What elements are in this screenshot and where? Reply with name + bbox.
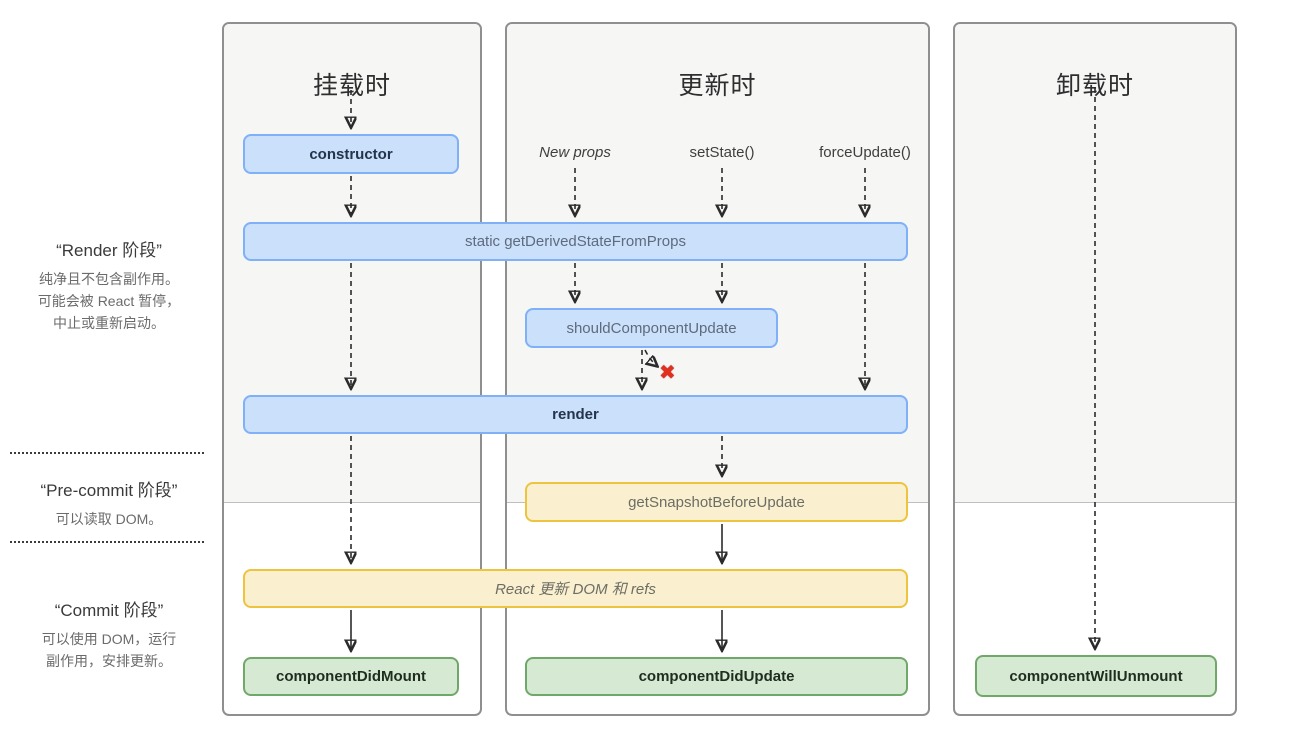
node-getsnapshotbeforeupdate[interactable]: getSnapshotBeforeUpdate [525, 482, 908, 522]
phase-separator [10, 452, 204, 454]
trigger-setstate: setState() [689, 144, 755, 161]
phase-title: “Pre-commit 阶段” [40, 481, 178, 500]
node-componentwillunmount[interactable]: componentWillUnmount [975, 655, 1217, 697]
node-shouldcomponentupdate[interactable]: shouldComponentUpdate [525, 308, 778, 348]
node-componentdidmount[interactable]: componentDidMount [243, 657, 459, 696]
cancel-x-icon: ✖ [659, 362, 676, 384]
phase-title: “Render 阶段” [56, 241, 162, 260]
phase-description-line: 可以读取 DOM。 [55, 511, 163, 527]
phase-description-line: 中止或重新启动。 [53, 315, 165, 331]
phase-description-line: 可以使用 DOM，运行 [41, 631, 177, 647]
node-constructor[interactable]: constructor [243, 134, 459, 174]
node-getderivedstatefromprops[interactable]: static getDerivedStateFromProps [243, 222, 908, 261]
column-title-unmounting: 卸载时 [1055, 72, 1134, 100]
phase-description-line: 纯净且不包含副作用。 [39, 271, 179, 287]
phase-precommit-label: “Pre-commit 阶段” 可以读取 DOM。 [0, 476, 218, 530]
node-componentdidupdate[interactable]: componentDidUpdate [525, 657, 908, 696]
arrow-scu-to-cancel [644, 349, 657, 366]
node-render[interactable]: render [243, 395, 908, 434]
phase-commit-label: “Commit 阶段” 可以使用 DOM，运行 副作用，安排更新。 [0, 596, 218, 672]
column-title-updating: 更新时 [678, 72, 757, 100]
phase-title: “Commit 阶段” [54, 601, 164, 620]
phase-description-line: 副作用，安排更新。 [46, 653, 172, 669]
column-title-mounting: 挂载时 [312, 72, 391, 100]
phase-separator [10, 541, 204, 543]
phase-render-label: “Render 阶段” 纯净且不包含副作用。 可能会被 React 暂停， 中止… [0, 236, 218, 334]
node-react-updates-dom: React 更新 DOM 和 refs [243, 569, 908, 608]
trigger-new-props: New props [539, 144, 611, 161]
phase-description-line: 可能会被 React 暂停， [37, 293, 181, 309]
trigger-forceupdate: forceUpdate() [819, 144, 911, 161]
